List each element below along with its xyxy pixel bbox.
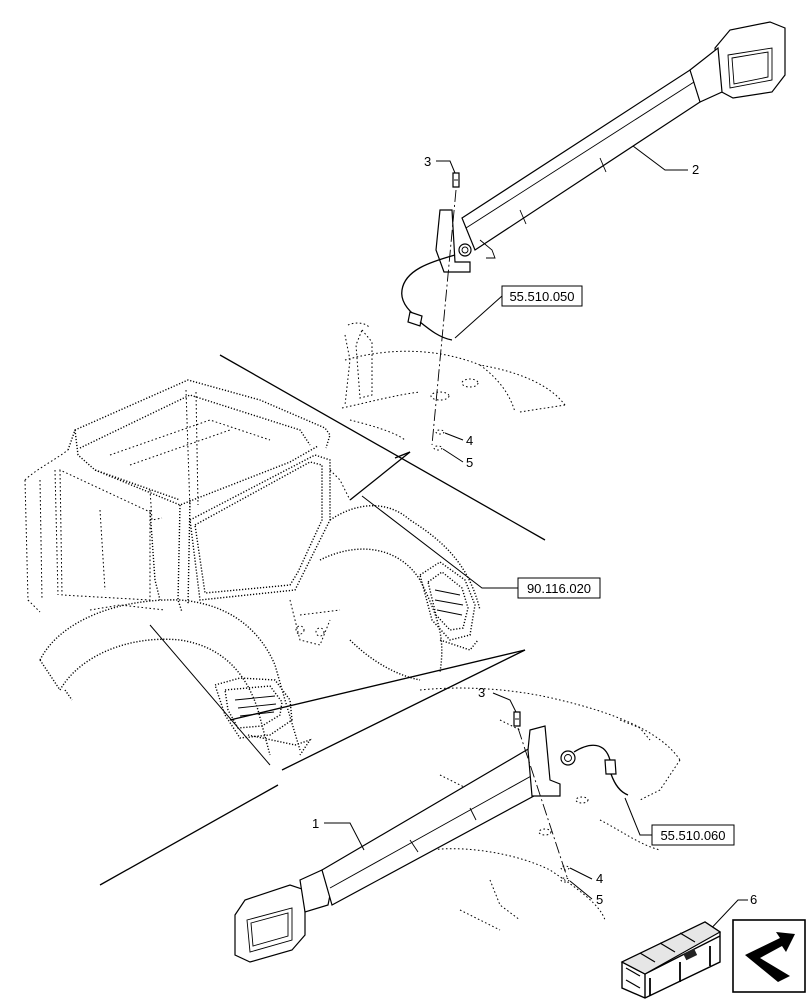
callout-3-bottom: 3 bbox=[478, 685, 485, 700]
upper-fender-fragment bbox=[341, 322, 566, 451]
kit-crate-icon bbox=[620, 921, 722, 999]
callout-4-top: 4 bbox=[466, 433, 473, 448]
top-mount-axis bbox=[431, 189, 457, 446]
section-lines bbox=[99, 354, 546, 886]
callout-5-top: 5 bbox=[466, 455, 473, 470]
page-turn-arrow-icon[interactable] bbox=[732, 919, 806, 993]
bottom-mount-axis bbox=[517, 727, 569, 881]
reference-box-top[interactable]: 55.510.050 bbox=[501, 285, 583, 307]
reference-text-bottom: 55.510.060 bbox=[660, 828, 725, 843]
callout-4-bottom: 4 bbox=[596, 871, 603, 886]
reference-text-top: 55.510.050 bbox=[509, 289, 574, 304]
reference-text-middle: 90.116.020 bbox=[527, 581, 591, 596]
tractor-cab bbox=[24, 379, 351, 613]
front-fenders bbox=[39, 505, 481, 756]
upper-mirror-arm bbox=[401, 21, 786, 341]
callout-6: 6 bbox=[750, 892, 757, 907]
lower-mirror-arm bbox=[234, 711, 629, 963]
reference-box-bottom[interactable]: 55.510.060 bbox=[651, 824, 735, 846]
leader-lines bbox=[149, 145, 748, 936]
callout-5-bottom: 5 bbox=[596, 892, 603, 907]
callout-2: 2 bbox=[692, 162, 699, 177]
callout-1: 1 bbox=[312, 816, 319, 831]
callout-3-top: 3 bbox=[424, 154, 431, 169]
lower-fender-fragment bbox=[419, 687, 681, 931]
reference-box-middle[interactable]: 90.116.020 bbox=[517, 577, 601, 599]
